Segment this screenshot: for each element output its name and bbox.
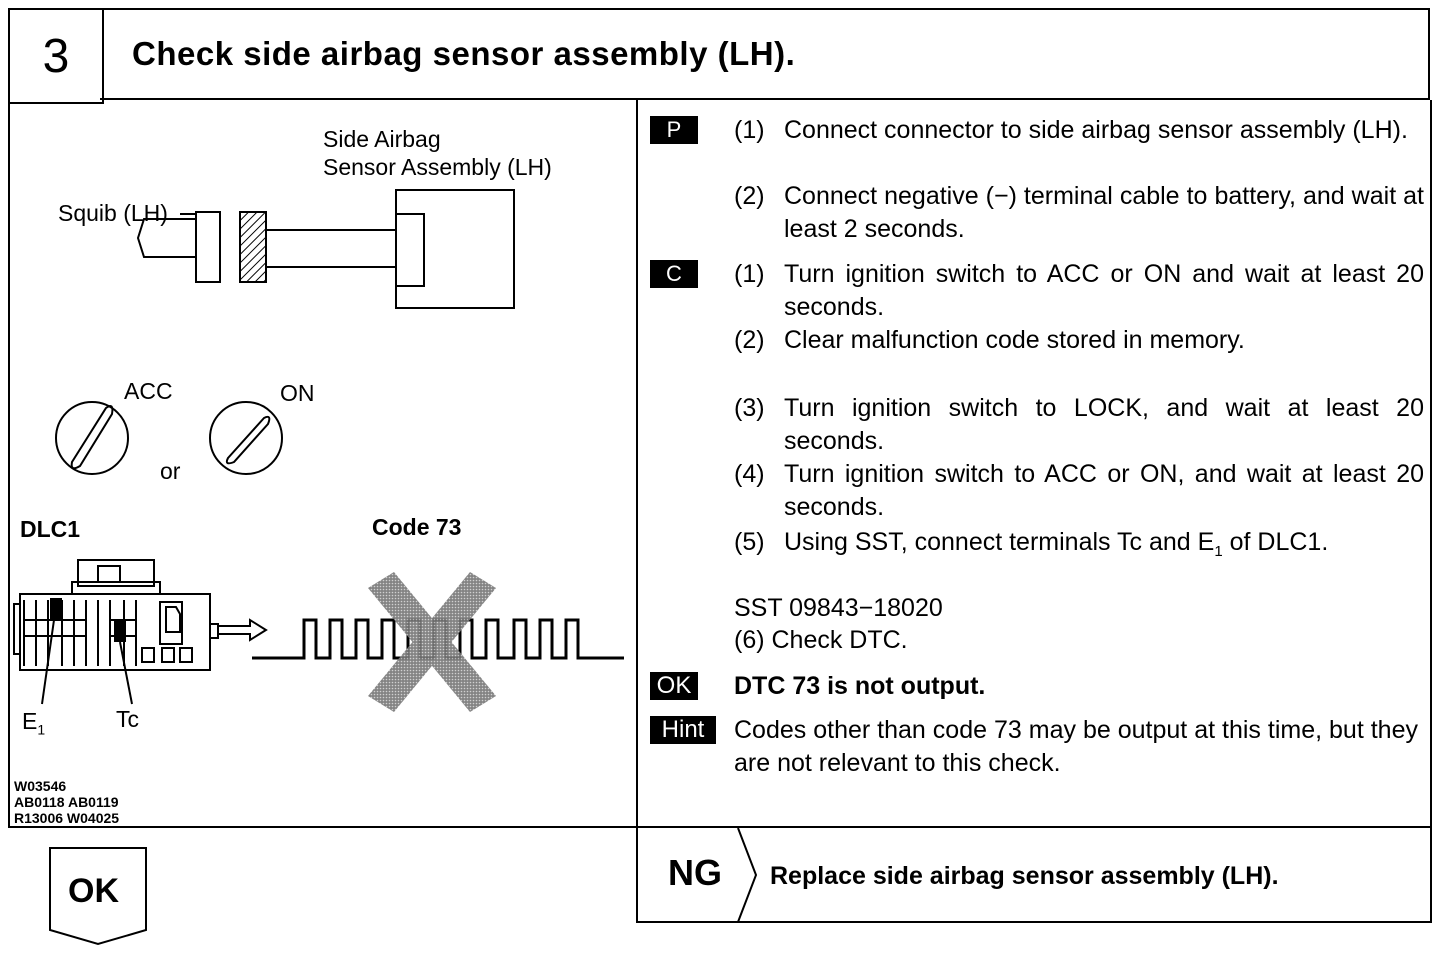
illustration-svg (13, 189, 624, 712)
step-body-frame (8, 100, 1432, 828)
c-step-3: (3)Turn ignition switch to LOCK, and wai… (734, 394, 1424, 455)
ng-action-text: Replace side airbag sensor assembly (LH)… (770, 862, 1279, 890)
c-step-4: (4)Turn ignition switch to ACC or ON, an… (734, 460, 1424, 521)
step-title: Check side airbag sensor assembly (LH). (100, 8, 1430, 100)
on-label: ON (280, 380, 315, 406)
c-step-6: (6) Check DTC. (734, 626, 908, 654)
ignition-switch-acc (55, 401, 129, 475)
hint-text: Codes other than code 73 may be output a… (734, 716, 1418, 777)
cross-out-icon (368, 572, 496, 712)
dlc1-connector (13, 559, 219, 671)
c-step-1: (1)Turn ignition switch to ACC or ON and… (734, 260, 1424, 321)
p-step-2: (2)Connect negative (−) terminal cable t… (734, 182, 1424, 243)
ng-chevron-icon (737, 828, 758, 922)
tc-terminal (114, 620, 126, 642)
squib-label: Squib (LH) (58, 200, 168, 226)
c-step-5: (5)Using SST, connect terminals Tc and E… (734, 528, 1329, 560)
arrow-icon (217, 618, 268, 642)
c-tag: C (650, 260, 698, 288)
illustration: Side Airbag Sensor Assembly (LH) Squib (… (10, 102, 636, 826)
ref-code-3: R13006 W04025 (14, 810, 120, 826)
ng-result-box (636, 828, 1432, 923)
e1-terminal (50, 598, 62, 620)
p-tag: P (650, 116, 698, 144)
squib-connector (136, 211, 221, 283)
hint-tag: Hint (650, 716, 716, 744)
tc-lead (119, 641, 133, 705)
column-divider (636, 100, 638, 922)
ok-label: OK (68, 872, 119, 910)
sensor-label-line2: Sensor Assembly (LH) (323, 154, 552, 180)
step-number: 3 (8, 8, 104, 104)
hatched-connector (239, 211, 267, 283)
c-step-2: (2)Clear malfunction code stored in memo… (734, 326, 1245, 354)
ref-code-2: AB0118 AB0119 (14, 794, 119, 810)
sensor-wire (266, 229, 408, 268)
ignition-switch-on (209, 401, 283, 475)
ok-tag: OK (650, 672, 698, 700)
side-airbag-sensor (395, 189, 515, 309)
ng-label: NG (668, 852, 722, 893)
ok-result-box (49, 847, 147, 946)
p-step-1: (1)Connect connector to side airbag sens… (734, 116, 1408, 144)
acc-label: ACC (124, 378, 173, 404)
sst-number: SST 09843−18020 (734, 594, 943, 622)
code-73-label: Code 73 (372, 514, 462, 540)
sensor-label-line1: Side Airbag (323, 126, 441, 152)
dlc1-label: DLC1 (20, 516, 81, 542)
e1-lead (41, 619, 55, 705)
e1-label: E1 (22, 708, 46, 738)
tc-label: Tc (116, 706, 139, 732)
ok-result-text: DTC 73 is not output. (734, 672, 986, 700)
or-label: or (160, 458, 181, 484)
ref-code-1: W03546 (14, 778, 67, 794)
